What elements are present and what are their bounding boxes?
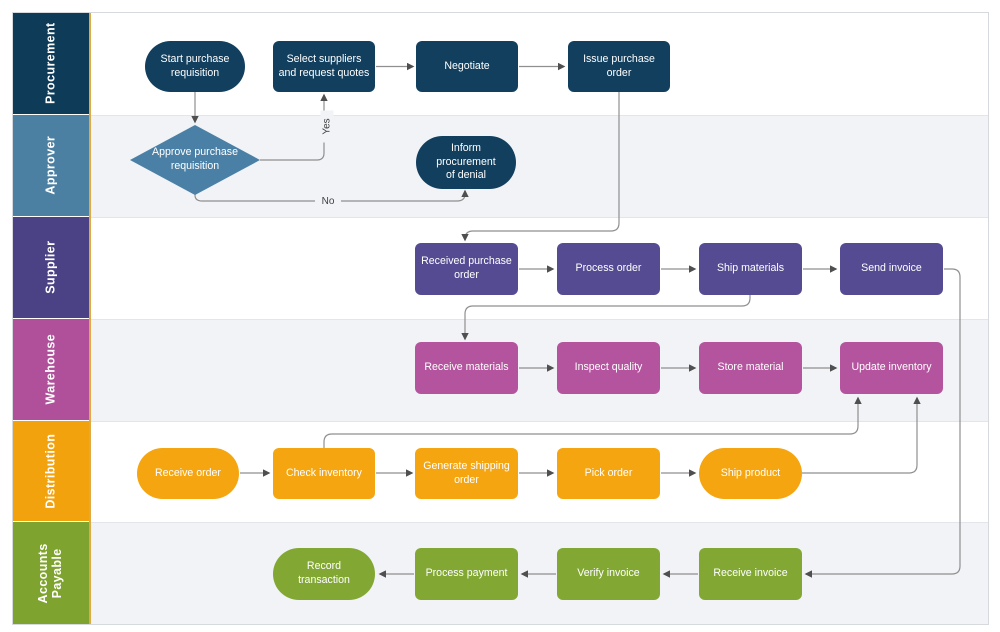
flow-node-update-inventory: Update inventory bbox=[840, 342, 943, 394]
flow-node-process-order: Process order bbox=[557, 243, 660, 295]
lane-header-procurement: Procurement bbox=[12, 12, 89, 114]
lane-label: Approver bbox=[43, 136, 58, 195]
lane-header-warehouse: Warehouse bbox=[12, 319, 89, 420]
lane-separator bbox=[91, 421, 989, 422]
flow-node-generate-shipping-order: Generate shipping order bbox=[415, 448, 518, 499]
flow-node-process-payment: Process payment bbox=[415, 548, 518, 600]
edge-label-yes: Yes bbox=[320, 110, 334, 143]
lane-header-approver: Approver bbox=[12, 115, 89, 216]
lane-body-accounts-payable bbox=[91, 522, 989, 625]
lane-header-accounts-payable: Accounts Payable bbox=[12, 522, 89, 624]
lane-label: Accounts Payable bbox=[36, 542, 65, 604]
flow-node-receive-materials: Receive materials bbox=[415, 342, 518, 394]
flow-node-received-purchase-order: Received purchase order bbox=[415, 243, 518, 295]
lane-header-supplier: Supplier bbox=[12, 217, 89, 318]
flow-node-pick-order: Pick order bbox=[557, 448, 660, 499]
flow-node-negotiate: Negotiate bbox=[416, 41, 518, 92]
flow-node-select-suppliers: Select suppliers and request quotes bbox=[273, 41, 375, 92]
lane-label: Procurement bbox=[43, 22, 58, 104]
flow-node-receive-order: Receive order bbox=[137, 448, 239, 499]
flow-node-receive-invoice: Receive invoice bbox=[699, 548, 802, 600]
flow-node-ship-materials: Ship materials bbox=[699, 243, 802, 295]
flow-node-issue-purchase-order: Issue purchase order bbox=[568, 41, 670, 92]
lane-separator bbox=[91, 522, 989, 523]
edge-label-no: No bbox=[315, 195, 341, 208]
flow-node-inspect-quality: Inspect quality bbox=[557, 342, 660, 394]
flow-node-check-inventory: Check inventory bbox=[273, 448, 375, 499]
flow-node-record-transaction: Record transaction bbox=[273, 548, 375, 600]
flow-node-verify-invoice: Verify invoice bbox=[557, 548, 660, 600]
lane-separator bbox=[91, 319, 989, 320]
lane-header-distribution: Distribution bbox=[12, 421, 89, 521]
lane-label: Supplier bbox=[43, 240, 58, 295]
flow-node-store-material: Store material bbox=[699, 342, 802, 394]
flow-node-send-invoice: Send invoice bbox=[840, 243, 943, 295]
flow-node-inform-procurement-of-denial: Inform procurement of denial bbox=[416, 136, 516, 189]
lane-separator bbox=[91, 115, 989, 116]
lane-label: Warehouse bbox=[43, 334, 58, 405]
lane-label: Distribution bbox=[43, 433, 58, 509]
lane-divider-line bbox=[89, 12, 91, 625]
flow-node-start-purchase-requisition: Start purchase requisition bbox=[145, 41, 245, 92]
flow-node-ship-product: Ship product bbox=[699, 448, 802, 499]
lane-separator bbox=[91, 217, 989, 218]
